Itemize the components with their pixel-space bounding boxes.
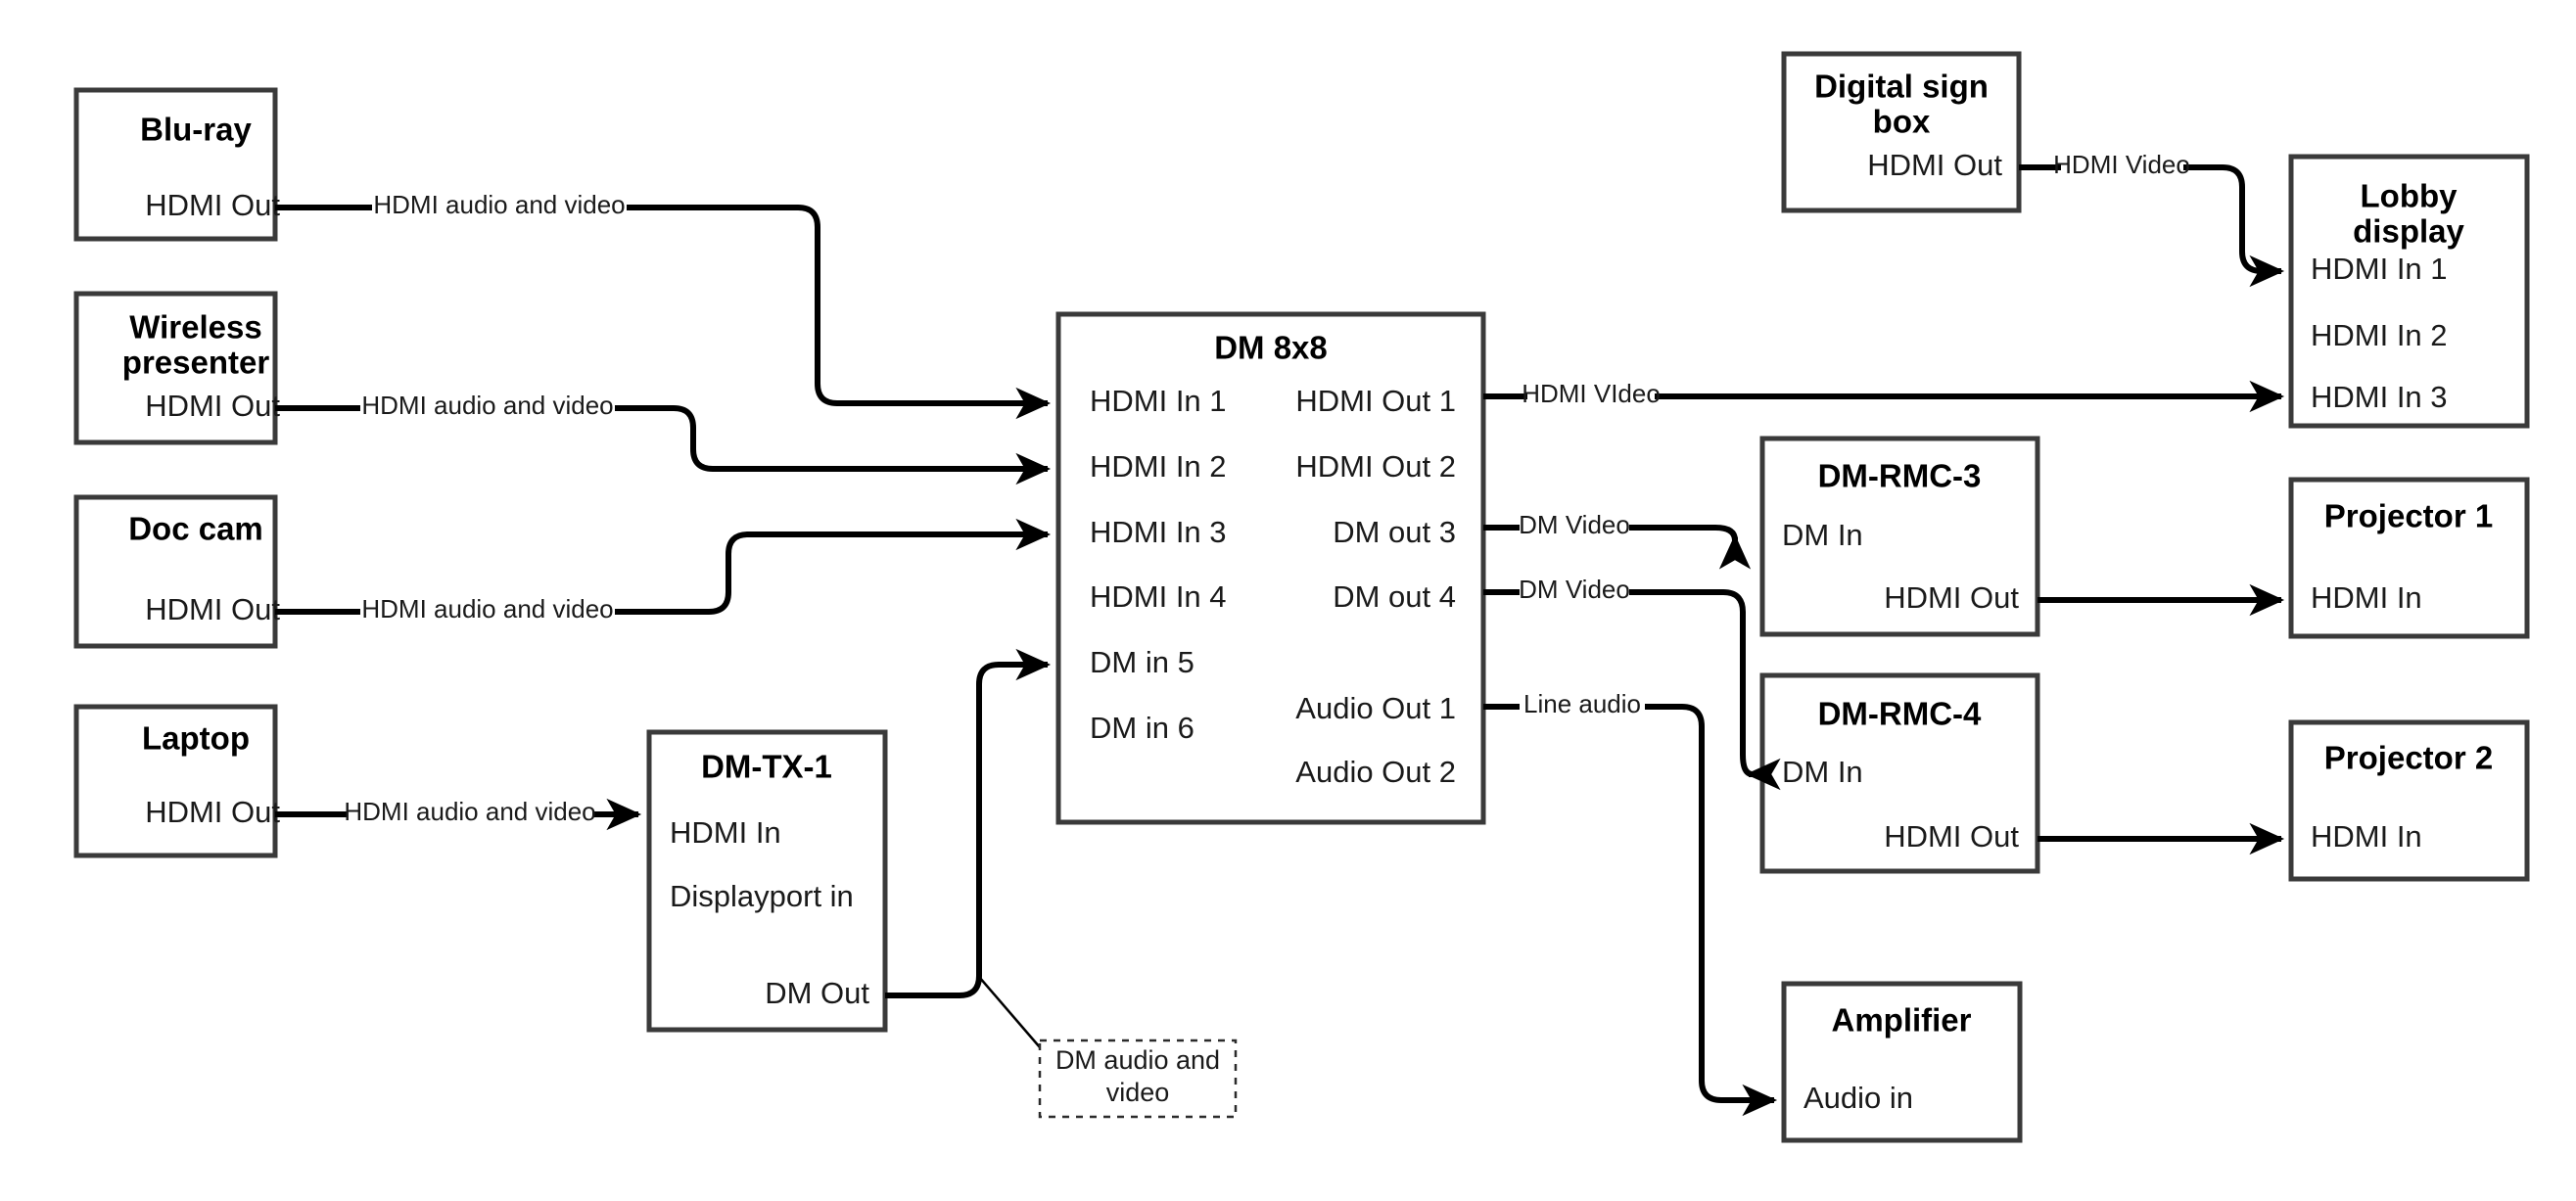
node-digital-sign-box[interactable]: Digital sign box HDMI Out bbox=[1781, 51, 2022, 213]
node-digital-sign-box-rect bbox=[1781, 51, 2022, 213]
node-wireless-presenter-box bbox=[73, 291, 278, 445]
port-amplifier-audio-in: Audio in bbox=[1803, 1081, 1913, 1115]
node-doc-cam-title: Doc cam bbox=[128, 511, 263, 547]
node-dm-rmc-3-title: DM-RMC-3 bbox=[1818, 458, 1982, 494]
node-amplifier-box bbox=[1781, 981, 2023, 1143]
link-bluray-to-dm8x8-hdmi-in-1: HDMI audio and video bbox=[275, 190, 1052, 420]
node-dm-rmc-4-title: DM-RMC-4 bbox=[1818, 696, 1982, 732]
node-lobby-display-title-line1: Lobby bbox=[2361, 178, 2459, 214]
node-digital-sign-title-line1: Digital sign bbox=[1814, 69, 1989, 105]
link-label-line-audio: Line audio bbox=[1523, 689, 1641, 718]
link-label-laptop: HDMI audio and video bbox=[344, 797, 595, 826]
port-dm8x8-hdmi-out-2: HDMI Out 2 bbox=[1295, 449, 1456, 484]
port-doccam-hdmi-out: HDMI Out bbox=[145, 592, 280, 626]
node-dm-tx-1-title: DM-TX-1 bbox=[701, 749, 832, 785]
node-laptop-title: Laptop bbox=[142, 720, 250, 757]
link-dmtx1-to-dm8x8-dm-in-5 bbox=[885, 648, 1052, 998]
port-wireless-hdmi-out: HDMI Out bbox=[145, 389, 280, 423]
node-wireless-presenter[interactable]: Wireless presenter HDMI Out bbox=[73, 291, 280, 445]
node-projector-1[interactable]: Projector 1 HDMI In bbox=[2288, 477, 2530, 639]
node-dm-8x8[interactable]: DM 8x8 HDMI In 1 HDMI In 2 HDMI In 3 HDM… bbox=[1055, 311, 1486, 825]
callout-dm-audio-and-video-line2: video bbox=[1106, 1078, 1170, 1107]
node-wireless-presenter-title-line2: presenter bbox=[122, 345, 270, 381]
port-dm8x8-hdmi-in-2: HDMI In 2 bbox=[1090, 449, 1227, 484]
node-bluray-box bbox=[73, 87, 278, 242]
port-rmc4-dm-in: DM In bbox=[1782, 755, 1863, 789]
node-doc-cam-box bbox=[73, 494, 278, 649]
port-dm8x8-audio-out-2: Audio Out 2 bbox=[1295, 755, 1456, 789]
node-dm-rmc-4-box bbox=[1759, 672, 2040, 874]
port-dm8x8-hdmi-in-4: HDMI In 4 bbox=[1090, 579, 1227, 614]
node-projector-2-box bbox=[2288, 719, 2530, 882]
node-bluray-title: Blu-ray bbox=[140, 112, 252, 148]
port-rmc3-dm-in: DM In bbox=[1782, 518, 1863, 552]
port-dm8x8-audio-out-1: Audio Out 1 bbox=[1295, 691, 1456, 725]
link-label-doccam: HDMI audio and video bbox=[361, 594, 613, 624]
node-dm-rmc-4[interactable]: DM-RMC-4 DM In HDMI Out bbox=[1759, 672, 2040, 874]
link-dm8x8-hdmiout1-to-lobby-hdmi-in-3: HDMI VIdeo bbox=[1483, 379, 2285, 413]
port-lobby-hdmi-in-2: HDMI In 2 bbox=[2311, 318, 2448, 352]
node-dm-tx-1-box bbox=[646, 729, 888, 1033]
link-label-dm-video-out4: DM Video bbox=[1519, 575, 1630, 604]
node-lobby-display[interactable]: Lobby display HDMI In 1 HDMI In 2 HDMI I… bbox=[2288, 154, 2530, 429]
node-projector-2[interactable]: Projector 2 HDMI In bbox=[2288, 719, 2530, 882]
port-dm8x8-hdmi-out-1: HDMI Out 1 bbox=[1295, 384, 1456, 418]
node-laptop-box bbox=[73, 704, 278, 858]
node-doc-cam[interactable]: Doc cam HDMI Out bbox=[73, 494, 280, 649]
port-dm8x8-hdmi-in-3: HDMI In 3 bbox=[1090, 515, 1227, 549]
port-rmc3-hdmi-out: HDMI Out bbox=[1884, 580, 2019, 615]
node-wireless-presenter-title-line1: Wireless bbox=[129, 309, 261, 346]
callout-dm-audio-and-video-line1: DM audio and bbox=[1055, 1045, 1220, 1075]
port-dmtx1-dm-out: DM Out bbox=[765, 976, 869, 1010]
port-lobby-hdmi-in-1: HDMI In 1 bbox=[2311, 252, 2448, 286]
port-dm8x8-dm-out-3: DM out 3 bbox=[1333, 515, 1456, 549]
port-dm8x8-hdmi-in-1: HDMI In 1 bbox=[1090, 384, 1227, 418]
node-dm-8x8-title: DM 8x8 bbox=[1214, 330, 1328, 366]
link-dm8x8-audioout1-to-amplifier: Line audio bbox=[1483, 689, 1778, 1117]
node-projector-1-box bbox=[2288, 477, 2530, 639]
port-dmtx1-hdmi-in: HDMI In bbox=[670, 815, 781, 850]
node-projector-1-title: Projector 1 bbox=[2324, 498, 2493, 534]
node-bluray[interactable]: Blu-ray HDMI Out bbox=[73, 87, 280, 242]
node-dm-tx-1[interactable]: DM-TX-1 HDMI In Displayport in DM Out bbox=[646, 729, 888, 1033]
port-projector1-hdmi-in: HDMI In bbox=[2311, 580, 2422, 615]
node-digital-sign-title-line2: box bbox=[1873, 104, 1931, 140]
port-laptop-hdmi-out: HDMI Out bbox=[145, 795, 280, 829]
port-bluray-hdmi-out: HDMI Out bbox=[145, 188, 280, 222]
callout-dm-audio-and-video: DM audio and video bbox=[978, 976, 1238, 1119]
link-wireless-to-dm8x8-hdmi-in-2: HDMI audio and video bbox=[275, 391, 1052, 485]
link-doccam-to-dm8x8-hdmi-in-3: HDMI audio and video bbox=[275, 518, 1052, 624]
link-laptop-to-dmtx1: HDMI audio and video bbox=[275, 797, 642, 831]
port-dm8x8-dm-in-5: DM in 5 bbox=[1090, 645, 1194, 679]
port-dmtx1-displayport-in: Displayport in bbox=[670, 879, 854, 913]
node-amplifier[interactable]: Amplifier Audio in bbox=[1781, 981, 2023, 1143]
port-dm8x8-dm-in-6: DM in 6 bbox=[1090, 711, 1194, 745]
node-amplifier-title: Amplifier bbox=[1831, 1002, 1971, 1039]
link-label-hdmi-video-out1: HDMI VIdeo bbox=[1522, 379, 1661, 408]
link-label-dm-video-out3: DM Video bbox=[1519, 510, 1630, 539]
port-digitalsign-hdmi-out: HDMI Out bbox=[1867, 148, 2002, 182]
node-lobby-display-title-line2: display bbox=[2353, 213, 2464, 250]
link-dm8x8-dmout3-to-rmc3: DM Video bbox=[1483, 510, 1752, 570]
node-dm-rmc-3-box bbox=[1759, 436, 2040, 637]
callout-dm-audio-and-video-box bbox=[1038, 1039, 1238, 1119]
node-dm-8x8-box bbox=[1055, 311, 1486, 825]
link-label-hdmi-video-signage: HDMI Video bbox=[2053, 150, 2190, 179]
link-digitalsign-to-lobby-hdmi-in-1: HDMI Video bbox=[2019, 150, 2285, 288]
port-dm8x8-dm-out-4: DM out 4 bbox=[1333, 579, 1456, 614]
node-projector-2-title: Projector 2 bbox=[2324, 740, 2493, 776]
node-lobby-display-box bbox=[2288, 154, 2530, 429]
port-lobby-hdmi-in-3: HDMI In 3 bbox=[2311, 380, 2448, 414]
link-label-wireless: HDMI audio and video bbox=[361, 391, 613, 420]
node-laptop[interactable]: Laptop HDMI Out bbox=[73, 704, 280, 858]
link-dm8x8-dmout4-to-rmc4: DM Video bbox=[1483, 575, 1781, 791]
node-dm-rmc-3[interactable]: DM-RMC-3 DM In HDMI Out bbox=[1759, 436, 2040, 637]
port-projector2-hdmi-in: HDMI In bbox=[2311, 819, 2422, 854]
link-label-bluray: HDMI audio and video bbox=[373, 190, 625, 219]
port-rmc4-hdmi-out: HDMI Out bbox=[1884, 819, 2019, 854]
